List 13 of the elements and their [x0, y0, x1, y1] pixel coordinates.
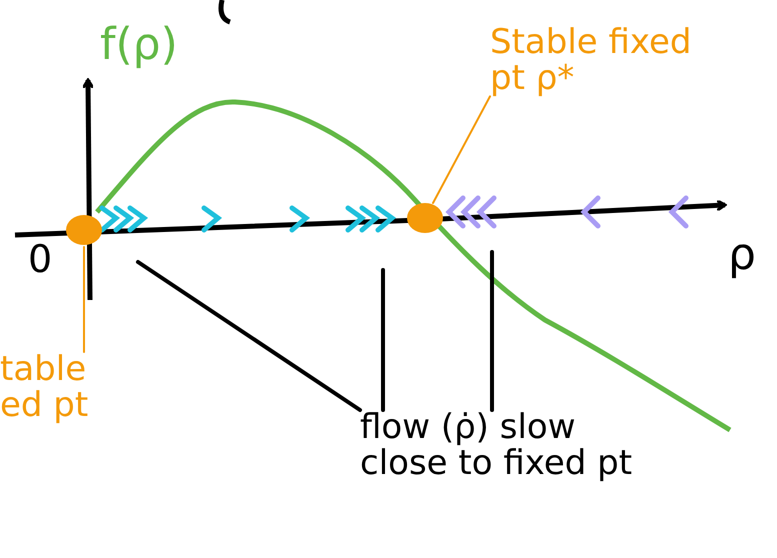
fixed-point-dot	[407, 203, 443, 233]
annotation-text: Stable fixed pt ρ*	[490, 25, 705, 96]
annotation-text: flow (ρ̇) slow close to fixed pt	[360, 410, 650, 482]
fixed-point-dot	[66, 215, 102, 245]
leader-line	[432, 95, 491, 204]
leader-line	[381, 268, 385, 412]
leader-line	[83, 246, 85, 353]
axis-label: ρ	[728, 232, 756, 278]
annotation-text: table ed pt	[0, 352, 118, 424]
origin-label: 0	[28, 240, 52, 280]
leader-line	[490, 250, 494, 412]
leader-line	[136, 260, 362, 412]
function-label: f(ρ)	[100, 22, 178, 68]
